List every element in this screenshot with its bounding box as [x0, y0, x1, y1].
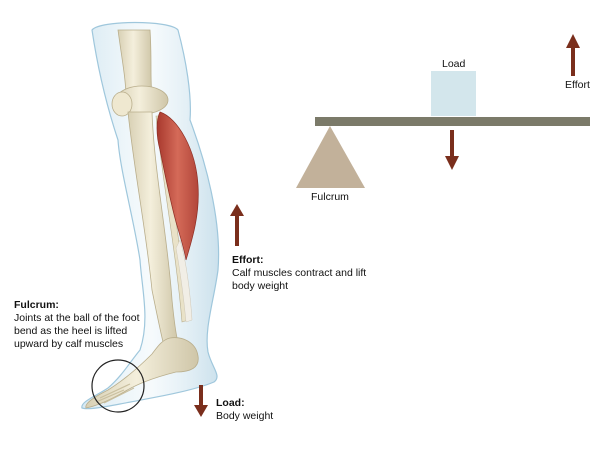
- foot-bones: [85, 337, 199, 409]
- fulcrum-circle: [91, 359, 145, 413]
- arrow-up-icon: [566, 34, 580, 76]
- fulcrum-triangle: [296, 126, 365, 188]
- achilles-tendon: [175, 239, 193, 323]
- lever-effort-label: Effort: [565, 79, 590, 91]
- calf-muscle: [156, 111, 199, 261]
- effort-line-2: body weight: [232, 280, 289, 292]
- load-line-1: Body weight: [216, 410, 274, 422]
- load-annotation: Load: Body weight: [216, 397, 336, 423]
- load-title: Load:: [216, 397, 245, 409]
- load-box: [431, 71, 476, 116]
- lever-fulcrum-label: Fulcrum: [311, 191, 349, 203]
- effort-title: Effort:: [232, 254, 264, 266]
- fulcrum-line-3: upward by calf muscles: [14, 338, 124, 350]
- fulcrum-title: Fulcrum:: [14, 299, 59, 311]
- arrow-down-icon: [445, 130, 459, 170]
- effort-annotation: Effort: Calf muscles contract and lift b…: [232, 254, 432, 293]
- lever-beam: [315, 117, 590, 126]
- fulcrum-line-2: bend as the heel is lifted: [14, 325, 128, 337]
- arrow-down-icon: [194, 385, 208, 417]
- fulcrum-line-1: Joints at the ball of the foot: [14, 312, 140, 324]
- leg-illustration: [81, 21, 220, 410]
- fulcrum-annotation: Fulcrum: Joints at the ball of the foot …: [14, 299, 194, 351]
- lever-model: [296, 34, 590, 188]
- toe-bones: [95, 383, 135, 404]
- arrow-up-icon: [230, 204, 244, 246]
- effort-line-1: Calf muscles contract and lift: [232, 267, 367, 279]
- patella: [111, 91, 133, 117]
- lever-load-label: Load: [442, 58, 466, 70]
